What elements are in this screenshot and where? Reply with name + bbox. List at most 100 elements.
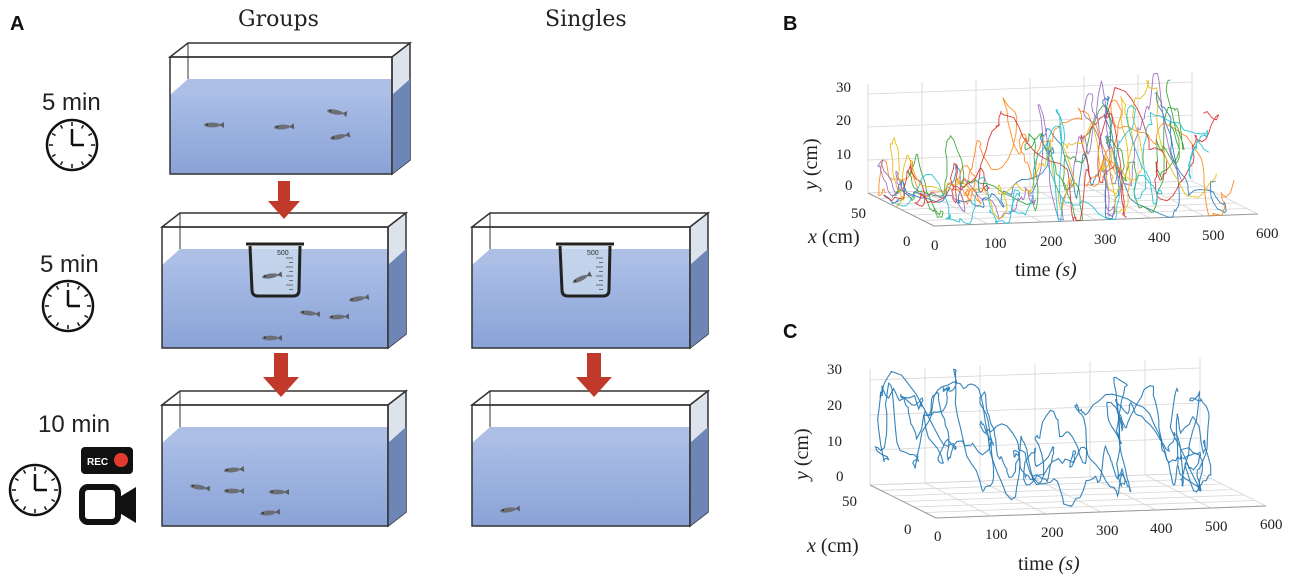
tank-singles-recording <box>469 389 711 528</box>
grid-line <box>867 147 1193 161</box>
time-tick: 0 <box>934 529 942 545</box>
fish-icon <box>262 335 282 341</box>
beaker-volume-label: 500 <box>587 250 599 257</box>
x-tick: 0 <box>903 234 911 250</box>
x-tick: 50 <box>842 494 857 510</box>
grid-line <box>867 81 1193 95</box>
arrow-down-icon <box>576 353 612 397</box>
fish-icon <box>300 310 321 318</box>
panel-b-letter: B <box>783 13 797 35</box>
trajectory-line <box>896 104 1210 225</box>
fish-icon <box>329 313 350 320</box>
time-tick: 0 <box>931 238 939 254</box>
time-tick: 100 <box>985 527 1008 543</box>
fish-icon <box>204 122 224 128</box>
grid-line <box>878 186 1204 199</box>
rec-badge-icon: REC <box>81 447 133 474</box>
x-axis-line <box>867 192 935 227</box>
y-tick: 30 <box>836 80 851 96</box>
grid-line <box>869 437 1201 451</box>
grid-line <box>869 367 1201 381</box>
y-tick: 30 <box>827 362 842 378</box>
time-tick: 300 <box>1096 523 1119 539</box>
trajectory-line <box>877 97 1235 217</box>
time-tick: 200 <box>1040 234 1063 250</box>
clock-icon <box>45 118 99 172</box>
grid-line <box>922 208 1248 221</box>
y-tick: 10 <box>827 434 842 450</box>
clock-icon <box>41 279 95 333</box>
grid-line <box>924 500 1256 513</box>
trajectory-line <box>879 368 1212 493</box>
fish-icon <box>224 488 244 494</box>
y-axis-label: y (cm) <box>800 138 822 192</box>
fish-icon <box>262 271 283 279</box>
fish-icon <box>330 131 351 140</box>
fish-icon <box>500 505 521 513</box>
time-tick: 500 <box>1205 519 1228 535</box>
trajectory-line <box>874 381 1210 501</box>
time-axis-line <box>933 213 1259 227</box>
time-tick: 500 <box>1202 228 1225 244</box>
grid-line <box>891 483 1223 497</box>
fish-icon <box>224 465 245 473</box>
video-camera-icon <box>79 484 136 525</box>
tank-groups-acclimation <box>167 41 413 176</box>
y-axis-label: y (cm) <box>791 428 813 482</box>
time-tick: 300 <box>1094 232 1117 248</box>
panel-a-letter: A <box>10 13 24 35</box>
y-tick: 20 <box>827 398 842 414</box>
time-axis-label: time (s) <box>1015 259 1077 281</box>
grid-line <box>902 489 1234 502</box>
fish-icon <box>190 484 211 492</box>
y-tick: 20 <box>836 113 851 129</box>
fish-layer <box>190 109 521 516</box>
time-tick: 400 <box>1150 521 1173 537</box>
groups-column-heading: Groups <box>238 7 319 32</box>
clock-icon <box>8 463 62 517</box>
time-tick: 600 <box>1260 517 1283 533</box>
fish-icon <box>572 271 593 284</box>
grid-line <box>867 114 1193 128</box>
trajectory-line <box>877 370 1204 507</box>
grid-line <box>867 180 1193 194</box>
beaker-icon: 500 <box>556 242 614 298</box>
y-tick: 0 <box>836 469 844 485</box>
beaker-volume-label: 500 <box>277 250 289 257</box>
grid-line <box>911 202 1237 216</box>
tank-layer <box>159 41 711 528</box>
fish-icon <box>260 508 281 516</box>
y-tick: 0 <box>845 178 853 194</box>
trajectory-line <box>889 80 1217 219</box>
time-axis-label: time (s) <box>1018 553 1080 575</box>
stage-2-duration: 5 min <box>40 251 99 278</box>
fish-icon <box>349 293 370 302</box>
y-tick: 10 <box>836 147 851 163</box>
time-tick: 100 <box>984 236 1007 252</box>
trajectory-plot-groups <box>867 72 1259 227</box>
stage-1-duration: 5 min <box>42 89 101 116</box>
x-tick: 0 <box>904 522 912 538</box>
time-tick: 600 <box>1256 226 1279 242</box>
x-axis-line <box>869 484 937 519</box>
trajectory-line <box>891 79 1185 222</box>
x-axis-label: x (cm) <box>807 226 860 248</box>
rec-badge-label: REC <box>87 457 108 468</box>
arrow-down-icon <box>263 353 299 397</box>
grid-line <box>913 494 1245 508</box>
beaker-icon: 500 <box>246 242 304 298</box>
arrow-down-icon <box>268 181 300 219</box>
fish-icon <box>269 489 289 495</box>
singles-column-heading: Singles <box>545 7 627 32</box>
time-tick: 200 <box>1041 525 1064 541</box>
fish-icon <box>327 109 348 118</box>
trajectory-plot-single <box>869 357 1267 519</box>
stage-3-duration: 10 min <box>38 411 110 438</box>
fish-icon <box>274 123 295 130</box>
time-tick: 400 <box>1148 230 1171 246</box>
tank-groups-recording <box>159 389 409 528</box>
x-tick: 50 <box>851 206 866 222</box>
x-axis-label: x (cm) <box>806 535 859 557</box>
time-axis-line <box>935 505 1267 519</box>
panel-c-letter: C <box>783 321 797 343</box>
